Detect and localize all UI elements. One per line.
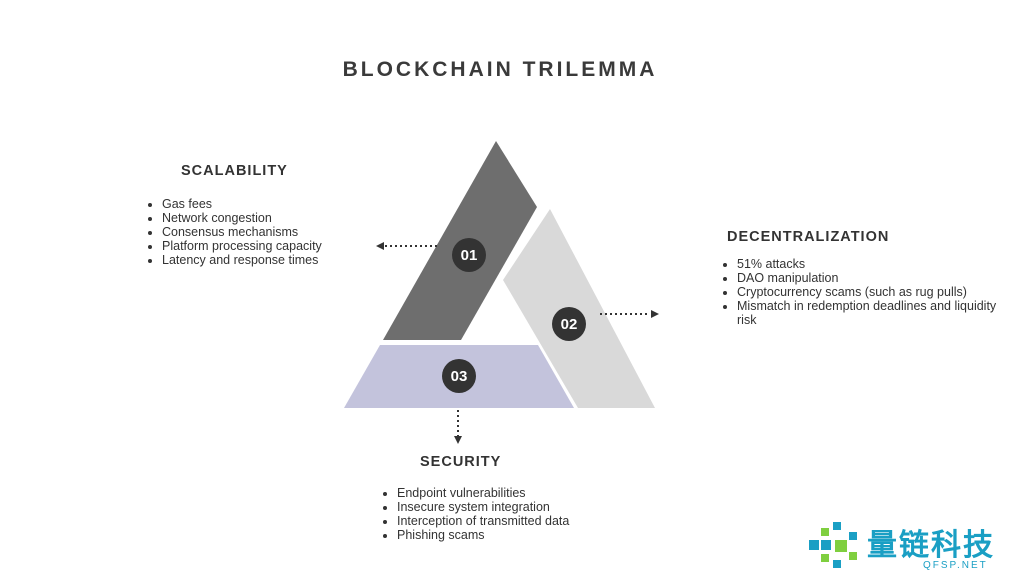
list-item: Network congestion [162,211,322,225]
list-item: Phishing scams [397,528,569,542]
decentralization-list: 51% attacks DAO manipulation Cryptocurre… [721,257,1007,327]
list-item: Mismatch in redemption deadlines and liq… [737,299,1007,327]
list-item: Consensus mechanisms [162,225,322,239]
badge-03 [442,359,476,393]
badge-03-label: 03 [451,368,468,385]
list-item: 51% attacks [737,257,1007,271]
list-item: DAO manipulation [737,271,1007,285]
segment-02-shape [503,209,655,408]
list-item: Interception of transmitted data [397,514,569,528]
scalability-list: Gas fees Network congestion Consensus me… [146,197,322,267]
list-item: Insecure system integration [397,500,569,514]
segment-01-shape [383,141,537,340]
watermark-text: 量链科技 [867,528,995,563]
arrow-02-head [651,310,659,318]
list-item: Endpoint vulnerabilities [397,486,569,500]
list-item: Cryptocurrency scams (such as rug pulls) [737,285,1007,299]
badge-02-label: 02 [561,316,578,333]
scalability-heading: SCALABILITY [181,163,288,179]
security-heading: SECURITY [420,454,502,470]
list-item: Latency and response times [162,253,322,267]
badge-01 [452,238,486,272]
watermark: 量链科技 QFSP.NET [805,518,1020,574]
badge-01-label: 01 [461,247,478,264]
logo-icon [809,522,857,568]
arrow-03-head [454,436,462,444]
decentralization-heading: DECENTRALIZATION [727,229,890,245]
security-list: Endpoint vulnerabilities Insecure system… [381,486,569,542]
arrow-01-head [376,242,384,250]
watermark-subtext: QFSP.NET [923,560,988,571]
list-item: Platform processing capacity [162,239,322,253]
list-item: Gas fees [162,197,322,211]
badge-02 [552,307,586,341]
diagram-title: BLOCKCHAIN TRILEMMA [342,58,658,81]
